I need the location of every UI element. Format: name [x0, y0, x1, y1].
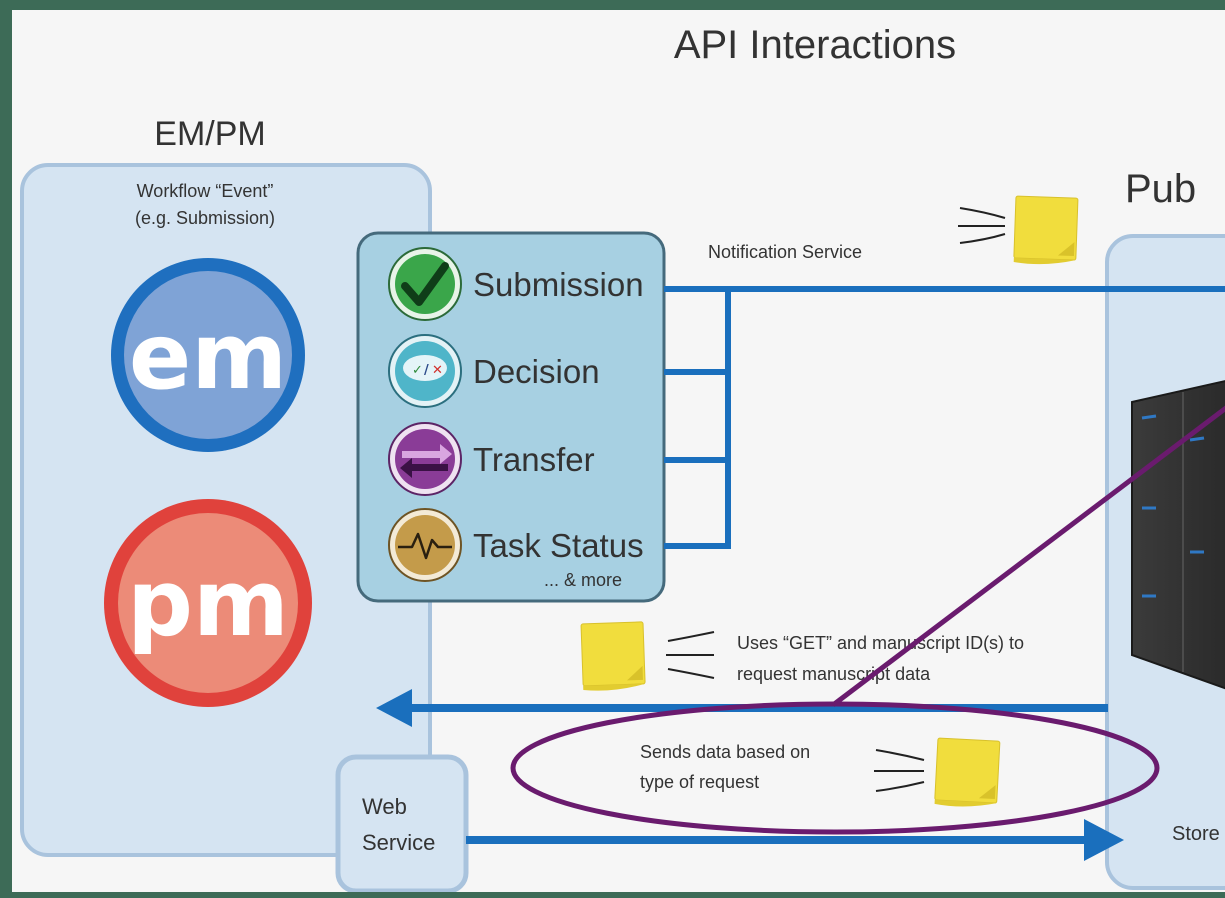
pulse-icon — [388, 508, 462, 582]
checkmark-icon — [388, 247, 462, 321]
event-label: Submission — [473, 266, 644, 303]
highlight-ellipse — [510, 701, 1160, 835]
send-data-arrow — [466, 819, 1124, 861]
sticky-note-icon — [958, 195, 1079, 266]
pm-logo: pm — [104, 499, 312, 707]
sends-data-line1: Sends data based on — [640, 742, 810, 762]
web-service-box — [335, 754, 469, 892]
publisher-store-label: Store — [1172, 823, 1220, 845]
diagram-title: API Interactions — [674, 23, 956, 67]
svg-text:✓: ✓ — [412, 363, 423, 378]
svg-text:/: / — [424, 363, 429, 378]
web-service-line2: Service — [362, 830, 435, 855]
sticky-note-icon — [580, 621, 715, 692]
api-interactions-diagram: API Interactions EM/PM Workflow “Event” … — [20, 23, 1225, 892]
get-request-line2: request manuscript data — [737, 664, 931, 684]
server-rack-icon — [1131, 380, 1225, 690]
get-request-line1: Uses “GET” and manuscript ID(s) to — [737, 633, 1024, 653]
notification-connectors — [664, 286, 1225, 549]
notification-service-label: Notification Service — [708, 242, 862, 262]
events-more-label: ... & more — [544, 570, 622, 590]
pm-logo-text: pm — [127, 550, 289, 657]
event-label-line1: Workflow “Event” — [137, 181, 274, 201]
em-logo-text: em — [129, 303, 287, 410]
diagram-canvas: API Interactions EM/PM Workflow “Event” … — [12, 10, 1225, 892]
web-service-line1: Web — [362, 794, 407, 819]
decision-cloud-icon: ✓ / ✕ — [388, 334, 462, 408]
event-label-line2: (e.g. Submission) — [135, 208, 275, 228]
event-label: Decision — [473, 353, 600, 390]
sticky-note-icon — [874, 737, 1001, 809]
event-label: Task Status — [473, 527, 644, 564]
sends-data-line2: type of request — [640, 772, 759, 792]
empm-heading: EM/PM — [154, 115, 265, 153]
svg-text:✕: ✕ — [432, 363, 443, 378]
events-panel — [356, 231, 666, 603]
event-label: Transfer — [473, 441, 595, 478]
transfer-arrows-icon — [388, 422, 462, 496]
em-logo: em — [111, 258, 305, 452]
highlight-pointer-line — [831, 405, 1225, 707]
publisher-heading: Pub — [1125, 167, 1196, 211]
